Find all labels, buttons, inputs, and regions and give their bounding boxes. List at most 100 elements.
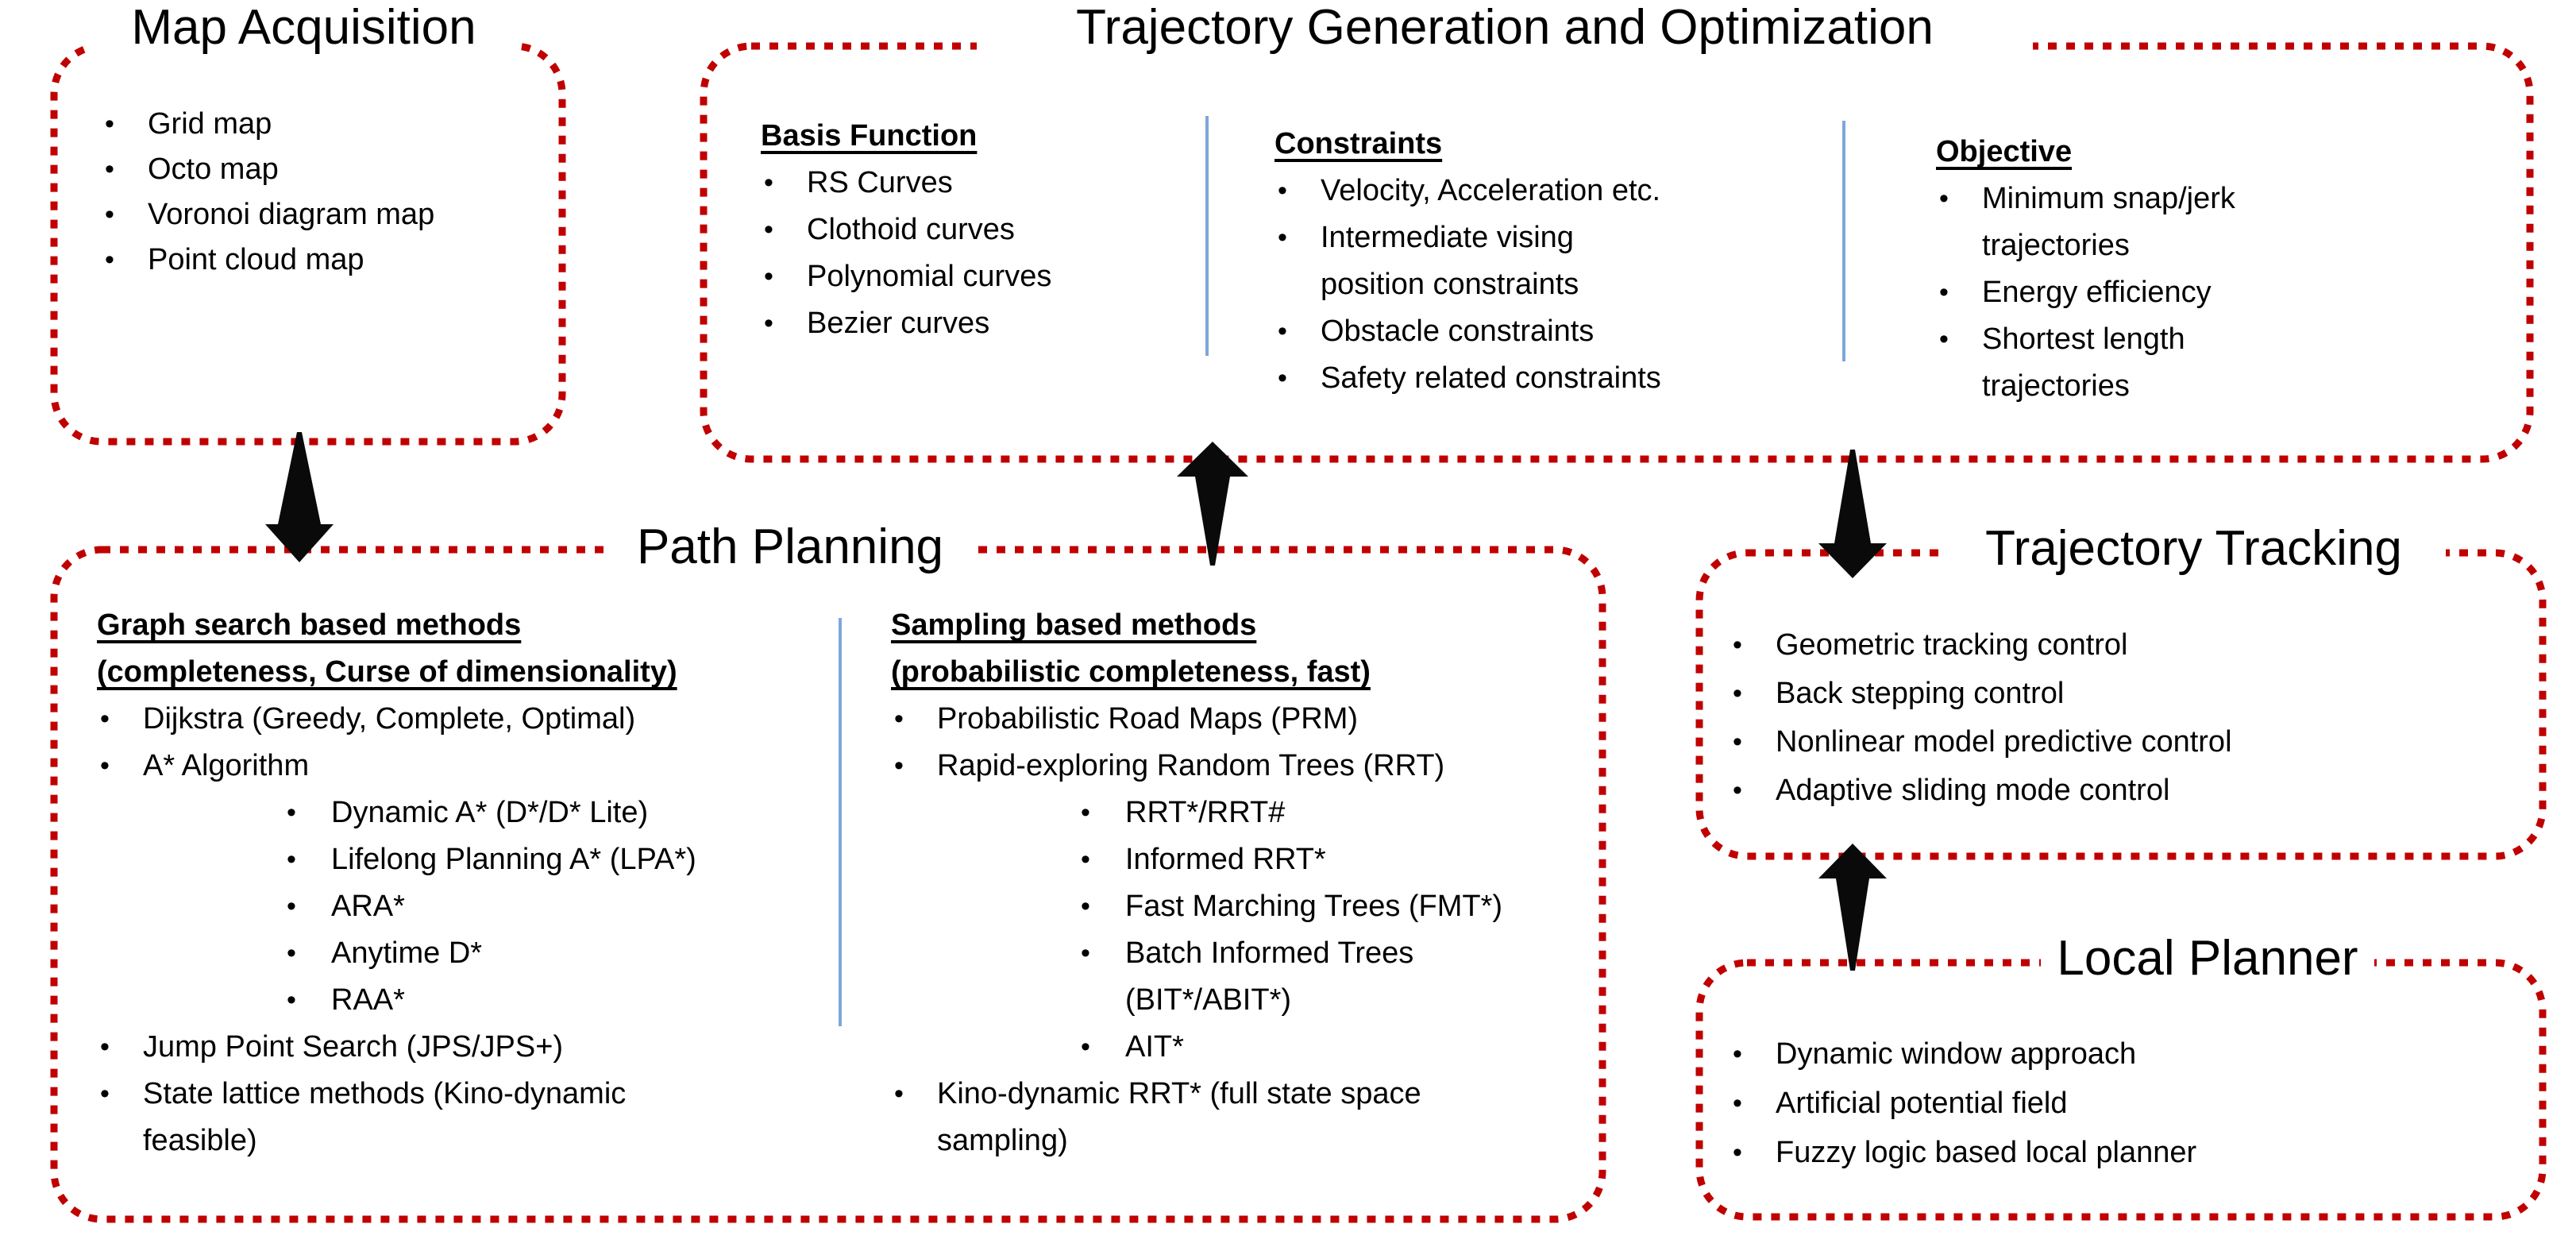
bullet-icon: • xyxy=(100,1032,110,1062)
list-item: • Anytime D* xyxy=(97,930,696,977)
list-item: •Rapid-exploring Random Trees (RRT) xyxy=(891,743,1502,790)
list-item-text: Obstacle constraints xyxy=(1321,315,1595,348)
bullet-icon: • xyxy=(894,704,904,734)
bullet-icon: • xyxy=(1939,324,1949,354)
list-header: (completeness, Curse of dimensionality) xyxy=(97,649,696,696)
arrow-up-icon-local-to-tracking xyxy=(1818,844,1887,971)
list-item: •Polynomial curves xyxy=(761,253,1051,300)
bullet-icon: • xyxy=(1278,316,1287,346)
bullet-icon: • xyxy=(894,1079,904,1109)
list-item: • RRT*/RRT# xyxy=(891,790,1502,836)
bullet-icon: • xyxy=(1733,775,1742,805)
list-item: •Octo map xyxy=(102,147,434,192)
list-item: •Fuzzy logic based local planner xyxy=(1730,1128,2196,1177)
bullet-icon: • xyxy=(764,168,773,198)
list-item-text: Adaptive sliding mode control xyxy=(1776,774,2170,807)
pp-sampling-column: Sampling based methods (probabilistic com… xyxy=(891,602,1502,1164)
list-item: • Probabilistic Road Maps (PRM) xyxy=(891,696,1502,743)
list-item-text: feasible) xyxy=(143,1124,257,1157)
list-item-text: RS Curves xyxy=(807,166,953,199)
pp-graph-search-column: Graph search based methods (completeness,… xyxy=(97,602,696,1164)
trajectory-tracking-title: Trajectory Tracking xyxy=(1942,524,2446,573)
bullet-icon: • xyxy=(287,797,296,828)
list-item-text: State lattice methods (Kino-dynamic xyxy=(143,1077,627,1110)
list-item-text: Back stepping control xyxy=(1776,677,2065,710)
list-item-text: Lifelong Planning A* (LPA*) xyxy=(331,843,696,876)
list-item: trajectories xyxy=(1936,363,2235,410)
list-item-text: Basis Function xyxy=(761,119,978,153)
list-item: • Obstacle constraints xyxy=(1275,308,1661,355)
trajectory-tracking-list: •Geometric tracking control•Back steppin… xyxy=(1730,621,2232,815)
list-item-text: Clothoid curves xyxy=(807,213,1015,246)
list-item: •Informed RRT* xyxy=(891,836,1502,883)
list-item: • Shortest length xyxy=(1936,316,2235,363)
list-item-text: RRT*/RRT# xyxy=(1125,796,1286,829)
list-item-text: trajectories xyxy=(1982,369,2130,403)
bullet-icon: • xyxy=(1939,277,1949,307)
local-planner-title: Local Planner xyxy=(2041,934,2374,983)
path-planning-title: Path Planning xyxy=(607,523,973,572)
trajectory-generation-title: Trajectory Generation and Optimization xyxy=(977,3,2033,52)
bullet-icon: • xyxy=(1939,183,1949,214)
list-item-text: Intermediate vising xyxy=(1321,221,1574,254)
arrow-down-icon-map-to-path xyxy=(265,432,334,562)
list-item-text: Constraints xyxy=(1275,127,1443,160)
list-item: • Voronoi diagram map xyxy=(102,192,434,237)
list-item: •Bezier curves xyxy=(761,300,1051,347)
list-item: • RAA* xyxy=(97,977,696,1024)
list-item-text: (probabilistic completeness, fast) xyxy=(891,655,1371,689)
list-item-text: Velocity, Acceleration etc. xyxy=(1321,174,1661,207)
bullet-icon: • xyxy=(105,109,114,139)
map-acquisition-list: •Grid map•Octo map•Voronoi diagram map•P… xyxy=(102,102,434,283)
list-item-text: Energy efficiency xyxy=(1982,276,2212,309)
list-item-text: Dynamic window approach xyxy=(1776,1037,2137,1071)
list-item-text: (BIT*/ABIT*) xyxy=(1125,983,1292,1017)
list-item: • Clothoid curves xyxy=(761,207,1051,253)
bullet-icon: • xyxy=(1081,797,1090,828)
list-item-text: Geometric tracking control xyxy=(1776,628,2128,662)
bullet-icon: • xyxy=(764,308,773,338)
list-item: •A* Algorithm xyxy=(97,743,696,790)
bullet-icon: • xyxy=(287,891,296,921)
bullet-icon: • xyxy=(1733,630,1742,660)
bullet-icon: • xyxy=(1278,222,1287,253)
list-item-text: Safety related constraints xyxy=(1321,361,1661,395)
list-header: Graph search based methods xyxy=(97,602,696,649)
bullet-icon: • xyxy=(287,938,296,968)
bullet-icon: • xyxy=(287,985,296,1015)
list-item-text: RAA* xyxy=(331,983,405,1017)
list-item-text: sampling) xyxy=(937,1124,1068,1157)
tg-constraints-column: Constraints • Velocity, Acceleration etc. •… xyxy=(1275,121,1661,402)
list-item-text: Probabilistic Road Maps (PRM) xyxy=(937,702,1359,736)
bullet-icon: • xyxy=(1081,938,1090,968)
arrow-down-icon-trajgen-to-tracking xyxy=(1818,450,1887,578)
bullet-icon: • xyxy=(287,844,296,875)
bullet-icon: • xyxy=(1278,176,1287,206)
list-item: •Safety related constraints xyxy=(1275,355,1661,402)
list-item-text: Rapid-exploring Random Trees (RRT) xyxy=(937,749,1445,782)
bullet-icon: • xyxy=(1081,844,1090,875)
bullet-icon: • xyxy=(1733,1137,1742,1168)
list-item: • Kino-dynamic RRT* (full state space xyxy=(891,1071,1502,1118)
list-item-text: Kino-dynamic RRT* (full state space xyxy=(937,1077,1421,1110)
bullet-icon: • xyxy=(105,199,114,230)
list-item-text: Fast Marching Trees (FMT*) xyxy=(1125,890,1503,923)
list-item-text: Batch Informed Trees xyxy=(1125,936,1414,970)
list-item-text: Anytime D* xyxy=(331,936,483,970)
list-item-text: Sampling based methods xyxy=(891,608,1257,642)
list-item: • Intermediate vising xyxy=(1275,214,1661,261)
bullet-icon: • xyxy=(105,245,114,275)
list-item-text: Nonlinear model predictive control xyxy=(1776,725,2232,759)
list-item-text: trajectories xyxy=(1982,229,2130,262)
list-item: • Fast Marching Trees (FMT*) xyxy=(891,883,1502,930)
list-item-text: Shortest length xyxy=(1982,322,2185,356)
list-item: •Nonlinear model predictive control xyxy=(1730,718,2232,766)
bullet-icon: • xyxy=(764,214,773,245)
list-item-text: Graph search based methods xyxy=(97,608,522,642)
list-item: •State lattice methods (Kino-dynamic xyxy=(97,1071,696,1118)
list-item-text: Voronoi diagram map xyxy=(148,198,435,231)
bullet-icon: • xyxy=(1733,1088,1742,1118)
bullet-icon: • xyxy=(1081,891,1090,921)
list-item: •Back stepping control xyxy=(1730,670,2232,718)
